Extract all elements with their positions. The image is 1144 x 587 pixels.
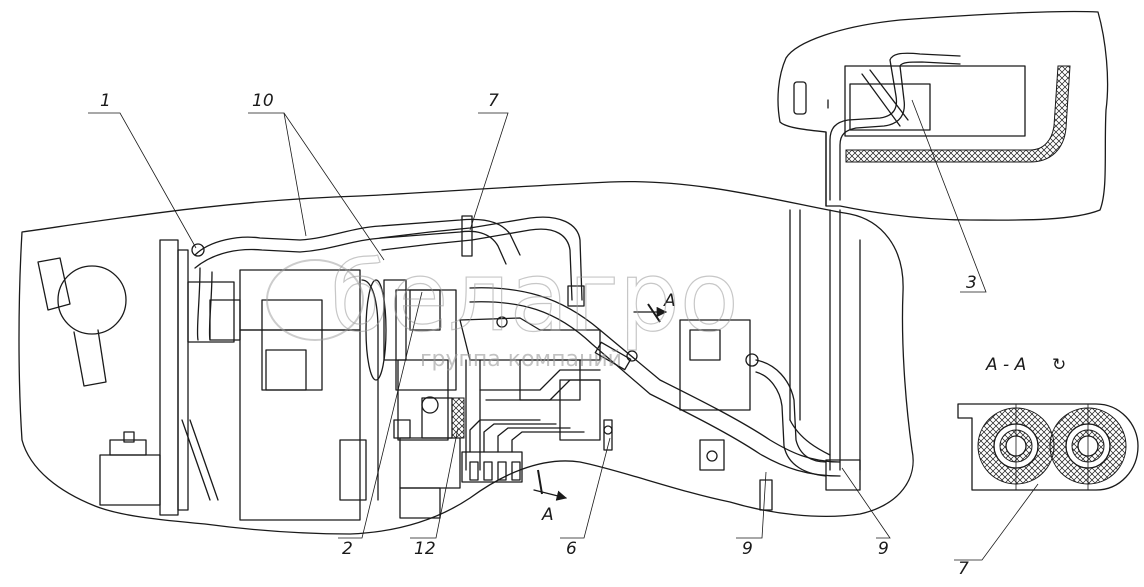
leader-lines bbox=[88, 99, 1039, 561]
callout-7-bottom: 7 bbox=[958, 559, 969, 579]
section-title: А - А bbox=[985, 355, 1026, 375]
watermark-main: белагро bbox=[330, 241, 739, 353]
section-letter-lower: A bbox=[541, 505, 554, 525]
rotation-icon: ↻ bbox=[1052, 355, 1066, 375]
callout-6: 6 bbox=[566, 539, 577, 559]
callout-12: 12 bbox=[414, 539, 436, 559]
callout-7-top: 7 bbox=[488, 91, 499, 111]
watermark: белагро группа компаний bbox=[266, 240, 739, 372]
watermark-logo-icon bbox=[266, 259, 364, 341]
heater-hoses bbox=[191, 215, 841, 477]
callout-1: 1 bbox=[100, 91, 111, 111]
rear-block bbox=[679, 209, 861, 511]
callout-9-right: 9 bbox=[878, 539, 889, 559]
watermark-sub: группа компаний bbox=[420, 347, 622, 372]
cab-detail bbox=[777, 10, 1109, 221]
callout-3: 3 bbox=[966, 273, 977, 293]
fuel-pump bbox=[461, 316, 613, 483]
section-a-a-detail bbox=[957, 403, 1139, 491]
section-markers bbox=[533, 303, 668, 501]
callout-2: 2 bbox=[342, 539, 353, 559]
callout-10: 10 bbox=[252, 91, 274, 111]
callout-labels: 1 10 7 3 2 12 6 9 9 7 A A А - А ↻ bbox=[100, 91, 1066, 579]
section-letter-upper: A bbox=[663, 291, 676, 311]
radiator-fan bbox=[37, 239, 219, 516]
callout-9-left: 9 bbox=[742, 539, 753, 559]
machine-outline bbox=[18, 180, 914, 535]
